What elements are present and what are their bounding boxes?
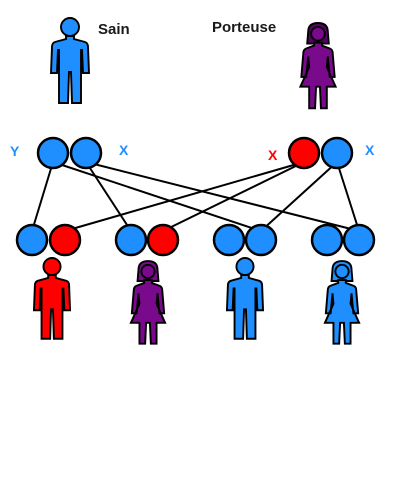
child-3-chromosome-1 bbox=[212, 223, 246, 257]
child-3-chromosome-2 bbox=[244, 223, 278, 257]
inheritance-line-8 bbox=[336, 161, 360, 232]
father-chromosome-2 bbox=[69, 136, 103, 170]
child-3-male-figure-icon bbox=[225, 257, 265, 340]
mother-label: Porteuse bbox=[212, 19, 277, 36]
mother-chromosome-x-affected-label: X bbox=[268, 147, 278, 163]
child-2-female-figure-icon bbox=[129, 260, 167, 345]
mother-figure-icon bbox=[298, 22, 338, 110]
child-4-female-figure-icon bbox=[323, 260, 361, 345]
inheritance-line-4 bbox=[85, 161, 360, 232]
mother-chromosome-1 bbox=[287, 136, 321, 170]
inheritance-line-2 bbox=[52, 161, 262, 232]
child-4-chromosome-1 bbox=[310, 223, 344, 257]
child-1-male-figure-icon bbox=[32, 257, 72, 340]
inheritance-line-5 bbox=[64, 161, 305, 232]
mother-chromosome-x-label: X bbox=[365, 142, 375, 158]
child-4-chromosome-2 bbox=[342, 223, 376, 257]
father-chromosome-y-label: Y bbox=[10, 143, 20, 159]
chromosome-circles bbox=[15, 136, 376, 257]
figures-layer bbox=[32, 17, 361, 345]
inheritance-line-6 bbox=[162, 161, 305, 232]
inheritance-line-7 bbox=[260, 161, 338, 232]
mother-chromosome-2 bbox=[320, 136, 354, 170]
father-chromosome-x-label: X bbox=[119, 142, 129, 158]
father-label: Sain bbox=[98, 21, 130, 38]
father-chromosome-1 bbox=[36, 136, 70, 170]
father-figure-icon bbox=[50, 17, 90, 104]
child-2-chromosome-2 bbox=[146, 223, 180, 257]
child-1-chromosome-1 bbox=[15, 223, 49, 257]
inheritance-line-1 bbox=[31, 161, 54, 232]
inheritance-line-3 bbox=[85, 161, 132, 232]
inheritance-lines bbox=[31, 161, 360, 232]
child-2-chromosome-1 bbox=[114, 223, 148, 257]
child-1-chromosome-2 bbox=[48, 223, 82, 257]
